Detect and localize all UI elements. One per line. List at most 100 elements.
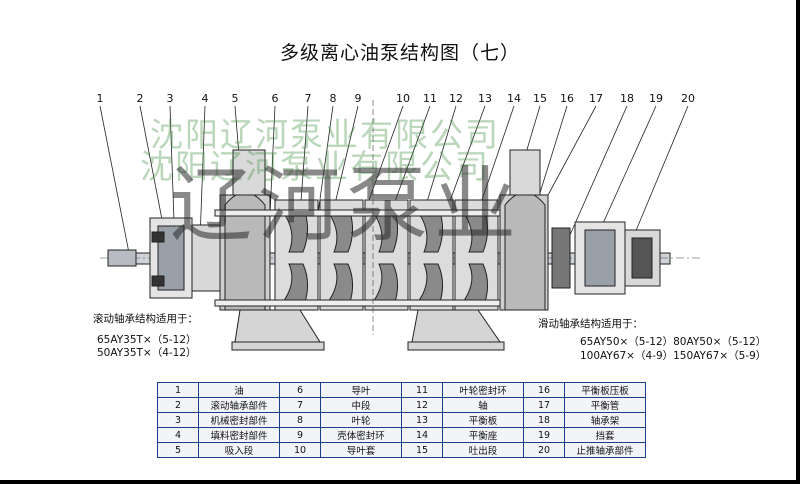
- left-bearing-assembly: [149, 217, 221, 299]
- part-name-cell: 油: [198, 382, 280, 398]
- part-name-cell: 壳体密封环: [320, 427, 402, 443]
- part-number-cell: 7: [279, 397, 321, 413]
- part-number-cell: 1: [157, 382, 199, 398]
- part-number-20: 20: [681, 92, 695, 105]
- part-name-cell: 叶轮密封环: [442, 382, 524, 398]
- part-number-18: 18: [620, 92, 634, 105]
- part-number-cell: 8: [279, 412, 321, 428]
- impeller: [462, 211, 489, 303]
- watermark-company-1: 沈阳辽河泵业有限公司: [150, 115, 500, 154]
- part-number-cell: 5: [157, 442, 199, 458]
- note-left-line1: 65AY35T×（5-12）: [97, 334, 197, 346]
- part-number-cell: 19: [523, 427, 565, 443]
- part-number-cell: 18: [523, 412, 565, 428]
- part-number-cell: 4: [157, 427, 199, 443]
- diagram-title: 多级离心油泵结构图（七）: [279, 42, 520, 64]
- impeller: [282, 211, 309, 303]
- part-number-2: 2: [137, 92, 144, 105]
- note-left-heading: 滚动轴承结构适用于：: [93, 313, 198, 325]
- pump-stages: [274, 199, 499, 311]
- leader-line-17: [539, 105, 597, 211]
- part-name-cell: 机械密封部件: [198, 412, 280, 428]
- note-right-line2: 100AY67×（4-9）150AY67×（5-9）: [580, 350, 767, 362]
- part-number-11: 11: [423, 92, 437, 105]
- part-number-19: 19: [649, 92, 663, 105]
- part-number-14: 14: [507, 92, 521, 105]
- part-number-cell: 10: [279, 442, 321, 458]
- part-number-cell: 2: [157, 397, 199, 413]
- watermark-company-2: 沈阳辽河泵业有限公司: [140, 147, 490, 186]
- leader-line-20: [629, 105, 689, 246]
- part-name-cell: 平衡板: [442, 412, 524, 428]
- discharge-section: [499, 149, 549, 311]
- leader-line-7: [299, 105, 309, 216]
- part-number-cell: 3: [157, 412, 199, 428]
- leader-line-1: [99, 105, 131, 259]
- leader-line-6: [269, 105, 276, 216]
- part-name-cell: 吐出段: [442, 442, 524, 458]
- part-number-15: 15: [533, 92, 547, 105]
- pump-feet: [231, 309, 505, 351]
- leader-line-18: [569, 105, 628, 236]
- note-left-line2: 50AY35T×（4-12）: [97, 347, 197, 359]
- part-number-17: 17: [589, 92, 603, 105]
- part-number-7: 7: [305, 92, 312, 105]
- part-number-cell: 11: [401, 382, 443, 398]
- balance-disc: [551, 227, 571, 289]
- part-number-12: 12: [449, 92, 463, 105]
- leader-line-11: [389, 105, 431, 216]
- part-number-13: 13: [478, 92, 492, 105]
- leader-line-2: [139, 105, 166, 236]
- leader-line-4: [199, 105, 206, 241]
- impeller: [417, 211, 444, 303]
- part-number-6: 6: [272, 92, 279, 105]
- part-number-10: 10: [396, 92, 410, 105]
- watermark-brand: 辽河泵业: [170, 158, 523, 253]
- part-number-1: 1: [97, 92, 104, 105]
- impeller: [327, 211, 354, 303]
- part-number-cell: 6: [279, 382, 321, 398]
- part-name-cell: 中段: [320, 397, 402, 413]
- part-number-cell: 12: [401, 397, 443, 413]
- part-number-4: 4: [202, 92, 209, 105]
- note-right-heading: 滑动轴承结构适用于：: [538, 318, 643, 330]
- part-number-3: 3: [167, 92, 174, 105]
- part-name-cell: 导叶: [320, 382, 402, 398]
- part-number-cell: 14: [401, 427, 443, 443]
- tie-bar-bottom: [214, 299, 546, 307]
- shaft-coupling-end: [107, 249, 137, 267]
- part-number-16: 16: [560, 92, 574, 105]
- part-number-cell: 9: [279, 427, 321, 443]
- impeller: [372, 211, 399, 303]
- part-number-9: 9: [355, 92, 362, 105]
- part-name-cell: 平衡板压板: [564, 382, 646, 398]
- part-number-cell: 16: [523, 382, 565, 398]
- part-number-cell: 15: [401, 442, 443, 458]
- part-number-cell: 20: [523, 442, 565, 458]
- part-name-cell: 导叶套: [320, 442, 402, 458]
- part-number-cell: 17: [523, 397, 565, 413]
- part-number-8: 8: [330, 92, 337, 105]
- part-name-cell: 止推轴承部件: [564, 442, 646, 458]
- part-name-cell: 吸入段: [198, 442, 280, 458]
- note-right-line1: 65AY50×（5-12）80AY50×（5-12）: [580, 336, 767, 348]
- part-name-cell: 叶轮: [320, 412, 402, 428]
- leader-line-19: [599, 105, 657, 231]
- part-name-cell: 平衡管: [564, 397, 646, 413]
- right-bearing-assembly: [574, 221, 661, 295]
- part-name-cell: 轴: [442, 397, 524, 413]
- part-name-cell: 滚动轴承部件: [198, 397, 280, 413]
- part-name-cell: 平衡座: [442, 427, 524, 443]
- part-number-5: 5: [232, 92, 239, 105]
- part-name-cell: 挡套: [564, 427, 646, 443]
- part-name-cell: 填料密封部件: [198, 427, 280, 443]
- part-name-cell: 轴承架: [564, 412, 646, 428]
